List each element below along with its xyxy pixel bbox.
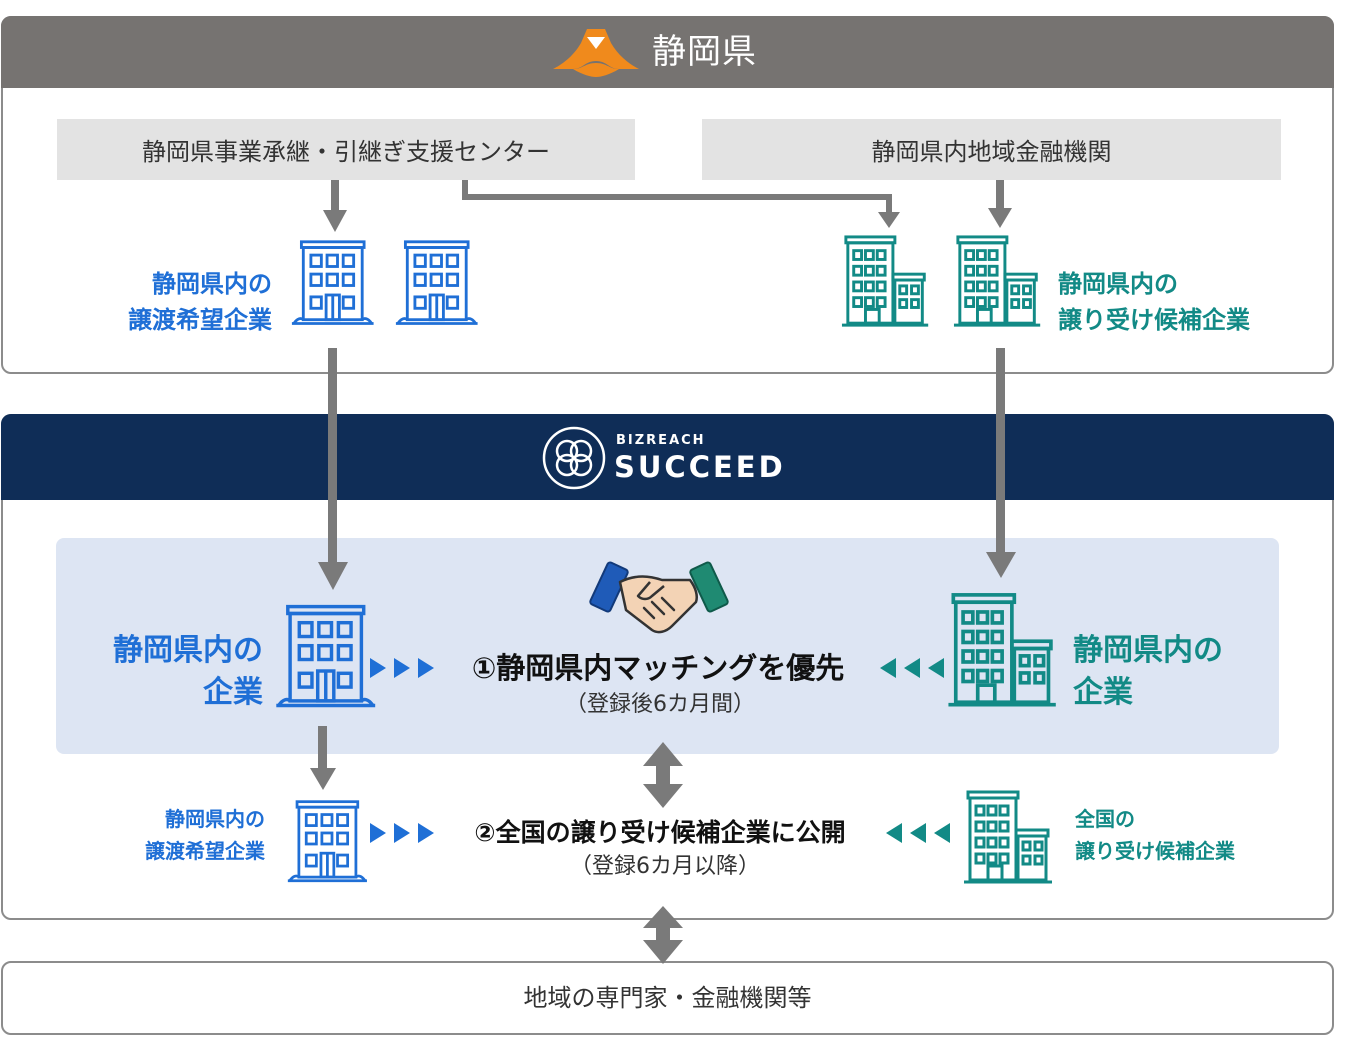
prefecture-title: 静岡県 <box>652 32 757 72</box>
step2-left-label: 静岡県内の 譲渡希望企業 <box>145 807 265 863</box>
step2-right-chevrons <box>886 823 950 843</box>
step1-right-label: 静岡県内の 企業 <box>1073 633 1223 710</box>
building-icon <box>287 800 367 883</box>
local-matching-band <box>56 538 1279 754</box>
succession-support-center-box: 静岡県事業承継・引継ぎ支援センター <box>57 119 635 180</box>
arrow-icon <box>331 180 339 212</box>
building-icon <box>291 240 374 325</box>
brand-small-text: BIZREACH <box>616 433 706 448</box>
handshake-icon <box>589 561 729 634</box>
arrow-icon <box>323 210 347 232</box>
step2-right-label: 全国の 譲り受け候補企業 <box>1075 807 1235 863</box>
step2-title: ②全国の譲り受け候補企業に公開 <box>474 818 846 847</box>
arrow-icon <box>318 562 348 590</box>
building-icon <box>948 593 1056 707</box>
prefecture-seller-label: 静岡県内の 譲渡希望企業 <box>128 270 272 334</box>
arrow-icon <box>643 940 683 964</box>
arrow-icon <box>643 784 683 808</box>
brand-large-text: SUCCEED <box>614 450 786 484</box>
arrow-icon <box>310 768 336 790</box>
building-icon <box>841 235 929 327</box>
succeed-header <box>1 414 1334 500</box>
step1-subtitle: （登録後6カ月間） <box>565 692 755 717</box>
step2-subtitle: （登録6カ月以降） <box>570 854 760 879</box>
succeed-logo-icon <box>542 426 606 490</box>
step2-left-chevrons <box>370 823 434 843</box>
step1-title: ①静岡県内マッチングを優先 <box>471 651 845 685</box>
building-icon <box>395 240 478 325</box>
building-icon <box>964 790 1052 884</box>
arrow-icon <box>878 212 900 228</box>
prefecture-buyer-label: 静岡県内の 譲り受け候補企業 <box>1058 270 1250 334</box>
building-icon <box>276 604 376 708</box>
mount-fuji-logo-icon <box>553 29 639 77</box>
step1-left-label: 静岡県内の 企業 <box>113 633 263 710</box>
arrow-icon <box>643 742 683 766</box>
step1-left-chevrons <box>370 658 434 678</box>
prefecture-header <box>1 16 1334 88</box>
arrow-icon <box>988 208 1012 228</box>
regional-experts-panel: 地域の専門家・金融機関等 <box>1 961 1334 1035</box>
step1-right-chevrons <box>880 658 944 678</box>
regional-financial-institutions-box: 静岡県内地域金融機関 <box>702 119 1281 180</box>
arrow-icon <box>986 552 1016 578</box>
arrow-icon <box>643 906 683 928</box>
building-icon <box>953 235 1041 327</box>
